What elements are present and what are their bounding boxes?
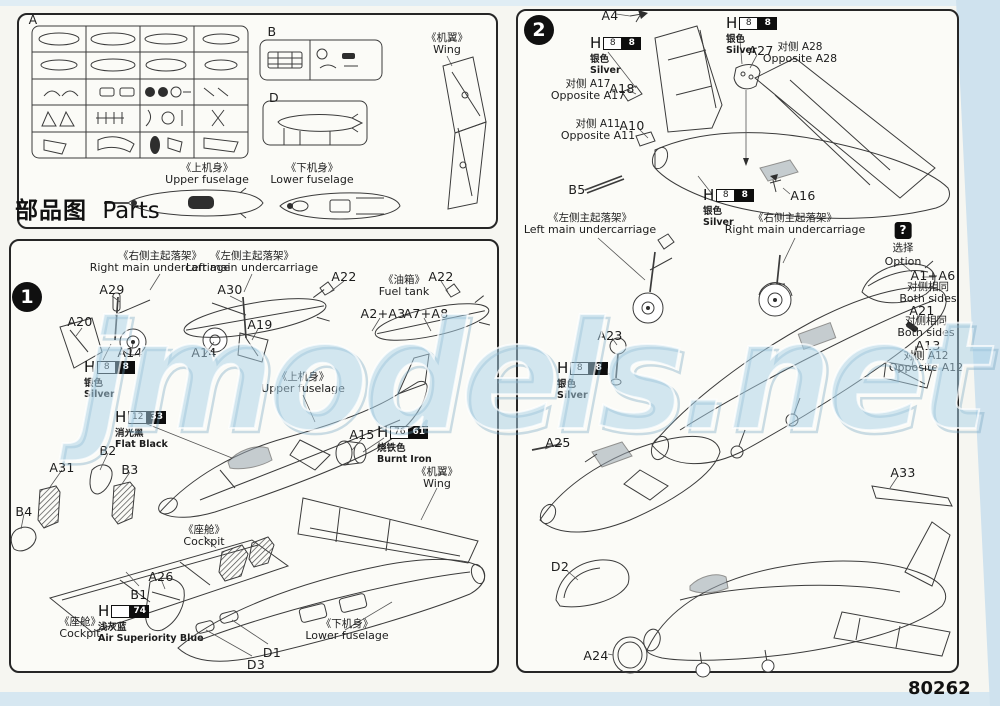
parts-box-border bbox=[17, 13, 498, 229]
parts-section-title: 部品图 Parts bbox=[15, 191, 160, 225]
parts-title-en: Parts bbox=[102, 198, 160, 224]
part-label-D3: D3 bbox=[246, 657, 266, 672]
callout-lower-fuselage-step1: 《下机身》Lower fuselage bbox=[305, 618, 389, 642]
callout-left-main-undercarriage: 《左侧主起落架》Left main undercarriage bbox=[185, 250, 319, 274]
part-label-A2+A3: A2+A3 bbox=[360, 306, 406, 321]
part-label-A22: A22 bbox=[331, 269, 357, 284]
part-label-A15: A15 bbox=[349, 427, 375, 442]
part-label-A14: A14 bbox=[117, 345, 143, 360]
part-label-B2: B2 bbox=[99, 443, 117, 458]
part-label-B3: B3 bbox=[121, 462, 139, 477]
step-2-badge: 2 bbox=[524, 15, 554, 45]
part-label-B: B bbox=[267, 24, 277, 39]
part-label-A: A bbox=[28, 12, 38, 27]
part-label-A10: A10 bbox=[619, 118, 645, 133]
part-label-A26: A26 bbox=[148, 569, 174, 584]
part-label-B1: B1 bbox=[130, 587, 148, 602]
part-label-A27: A27 bbox=[748, 43, 774, 58]
callout-wing-sprue: 《机翼》Wing bbox=[426, 32, 468, 56]
part-label-A33: A33 bbox=[890, 465, 916, 480]
part-label-D1: D1 bbox=[262, 645, 282, 660]
callout-upper-fuselage-step1: 《上机身》Upper fuselage bbox=[261, 371, 345, 395]
part-label-A14: A14 bbox=[191, 345, 217, 360]
part-label-A21: A21 bbox=[909, 303, 935, 318]
part-label-A1+A6: A1+A6 bbox=[910, 268, 956, 283]
callout-fuel-tank: 《油箱》Fuel tank bbox=[378, 274, 430, 298]
upper-fuselage-plan-drawing bbox=[104, 187, 264, 219]
part-label-A13: A13 bbox=[915, 338, 941, 353]
part-label-A24: A24 bbox=[583, 648, 609, 663]
callout-lower-fuselage: 《下机身》Lower fuselage bbox=[270, 162, 354, 186]
part-label-A18: A18 bbox=[609, 81, 635, 96]
step2-box-border bbox=[516, 9, 959, 673]
step2-assembly-drawing bbox=[531, 10, 953, 678]
lower-fuselage-plan-drawing bbox=[279, 192, 401, 220]
wing-sprue-drawing bbox=[442, 55, 487, 210]
leader-lines bbox=[20, 13, 936, 657]
parts-title-cn: 部品图 bbox=[15, 198, 87, 224]
part-label-A29: A29 bbox=[99, 282, 125, 297]
part-label-A23: A23 bbox=[597, 328, 623, 343]
part-label-A30: A30 bbox=[217, 282, 243, 297]
callout-upper-fuselage: 《上机身》Upper fuselage bbox=[165, 162, 249, 186]
part-label-D: D bbox=[269, 90, 279, 105]
callout-cockpit-bottom: 《座舱》Cockpit bbox=[59, 616, 101, 640]
step1-assembly-drawing bbox=[10, 281, 491, 662]
part-label-A31: A31 bbox=[49, 460, 75, 475]
part-label-A4: A4 bbox=[601, 8, 619, 23]
callout-left-main-undercarriage-2: 《左侧主起落架》Left main undercarriage bbox=[523, 212, 657, 236]
part-label-A19: A19 bbox=[247, 317, 273, 332]
callout-right-main-undercarriage: 《右侧主起落架》Right main undercarriage bbox=[89, 250, 231, 274]
part-label-B5: B5 bbox=[568, 182, 586, 197]
callout-wing-step1: 《机翼》Wing bbox=[416, 466, 458, 490]
kit-number: 80262 bbox=[908, 678, 971, 699]
callout-right-main-undercarriage-2: 《右侧主起落架》Right main undercarriage bbox=[724, 212, 866, 236]
part-label-A22: A22 bbox=[428, 269, 454, 284]
sprue-d-drawing bbox=[262, 100, 368, 146]
callout-cockpit-mid: 《座舱》Cockpit bbox=[183, 524, 225, 548]
part-label-B4: B4 bbox=[15, 504, 33, 519]
sprue-a-drawing bbox=[31, 25, 249, 159]
part-label-A7+A8: A7+A8 bbox=[403, 306, 449, 321]
part-label-A16: A16 bbox=[790, 188, 816, 203]
part-label-A20: A20 bbox=[67, 314, 93, 329]
part-label-D2: D2 bbox=[550, 559, 570, 574]
step-1-badge: 1 bbox=[12, 282, 42, 312]
part-label-A25: A25 bbox=[545, 435, 571, 450]
sprue-b-drawing bbox=[259, 39, 383, 81]
